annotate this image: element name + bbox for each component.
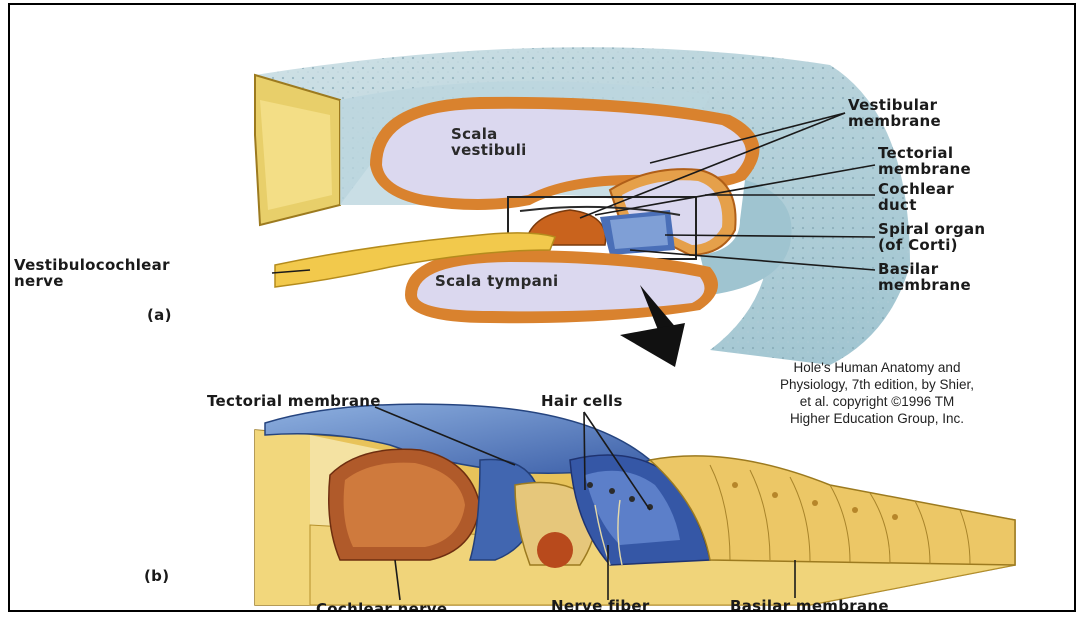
label-spiral-organ: Spiral organ(of Corti) — [878, 221, 985, 253]
label-cochlear-nerve: Cochlear nerve — [316, 601, 447, 612]
label-tectorial-membrane-b: Tectorial membrane — [207, 393, 381, 409]
label-basilar-membrane-b: Basilar membrane — [730, 598, 889, 612]
label-part-a: (a) — [147, 307, 172, 323]
label-scala-tympani: Scala tympani — [435, 273, 558, 289]
part-b-organ-of-corti — [255, 404, 1015, 605]
label-part-b: (b) — [144, 568, 169, 584]
label-nerve-fiber: Nerve fiber — [551, 598, 650, 612]
part-a-cross-section — [255, 47, 910, 367]
label-hair-cells: Hair cells — [541, 393, 623, 409]
